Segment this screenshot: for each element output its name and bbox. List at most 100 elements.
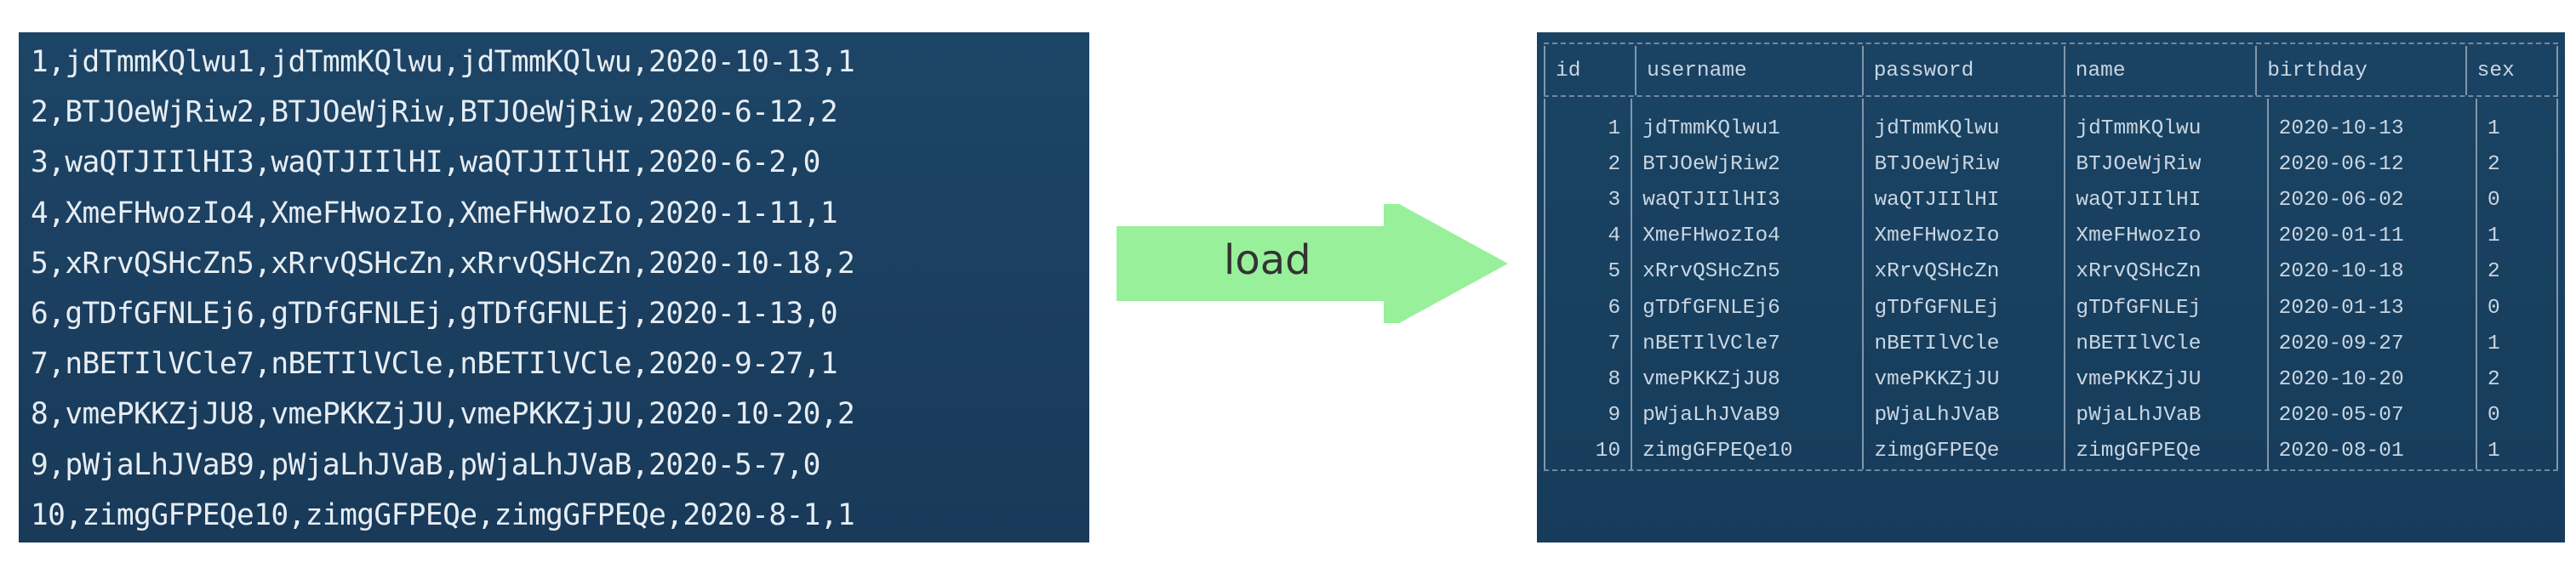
table-cell-birthday: 2020-06-12 (2266, 146, 2476, 183)
spacer-cell (2064, 99, 2268, 111)
table-cell-birthday: 2020-05-07 (2266, 397, 2476, 434)
raw-data-line: 5,xRrvQSHcZn5,xRrvQSHcZn,xRrvQSHcZn,2020… (31, 246, 855, 281)
table-cell-password: XmeFHwozIo (1862, 218, 2065, 254)
table-cell-sex: 2 (2475, 253, 2559, 290)
table-cell-name: gTDfGFNLEj (2064, 289, 2268, 327)
column-header-name: name (2063, 46, 2257, 95)
table-cell-birthday: 2020-01-11 (2266, 218, 2476, 254)
table-cell-username: XmeFHwozIo4 (1631, 218, 1864, 254)
raw-data-line: 8,vmePKKZjJU8,vmePKKZjJU,vmePKKZjJU,2020… (31, 397, 855, 432)
table-cell-username: BTJOeWjRiw2 (1631, 146, 1864, 183)
table-cell-sex: 1 (2475, 218, 2559, 254)
table-cell-id: 6 (1543, 289, 1632, 327)
table-spacer-row (1543, 99, 2559, 111)
table-cell-username: vmePKKZjJU8 (1631, 361, 1864, 398)
table-cell-password: waQTJIIlHI (1862, 182, 2065, 219)
spacer-cell (1543, 99, 1632, 111)
raw-data-line: 10,zimgGFPEQe10,zimgGFPEQe,zimgGFPEQe,20… (31, 497, 855, 532)
raw-data-panel: 1,jdTmmKQlwu1,jdTmmKQlwu,jdTmmKQlwu,2020… (19, 32, 1089, 542)
table-cell-id: 7 (1543, 326, 1632, 362)
table-cell-password: pWjaLhJVaB (1862, 397, 2065, 434)
table-cell-sex: 0 (2475, 397, 2559, 434)
table-cell-id: 5 (1543, 253, 1632, 290)
table-cell-name: waQTJIIlHI (2064, 182, 2268, 219)
table-cell-birthday: 2020-08-01 (2266, 433, 2476, 469)
arrow-label: load (1224, 236, 1311, 284)
table-cell-password: gTDfGFNLEj (1862, 289, 2065, 327)
table-cell-birthday: 2020-06-02 (2266, 182, 2476, 219)
table-cell-id: 8 (1543, 361, 1632, 398)
table-cell-sex: 1 (2475, 111, 2559, 147)
column-header-username: username (1635, 46, 1863, 95)
result-table-panel: id username password name birthday sex 1… (1537, 32, 2565, 542)
table-cell-password: jdTmmKQlwu (1862, 111, 2065, 147)
table-cell-name: nBETIlVCle (2064, 326, 2268, 362)
table-cell-birthday: 2020-10-18 (2266, 253, 2476, 290)
arrow-shape (1117, 204, 1508, 323)
raw-data-line: 2,BTJOeWjRiw2,BTJOeWjRiw,BTJOeWjRiw,2020… (31, 95, 838, 130)
table-cell-id: 2 (1543, 146, 1632, 183)
table-cell-password: BTJOeWjRiw (1862, 146, 2065, 183)
table-cell-sex: 0 (2475, 182, 2559, 219)
raw-data-line: 1,jdTmmKQlwu1,jdTmmKQlwu,jdTmmKQlwu,2020… (31, 45, 855, 79)
table-cell-id: 9 (1543, 397, 1632, 434)
table-cell-username: xRrvQSHcZn5 (1631, 253, 1864, 290)
table-top-border (1544, 43, 2558, 46)
table-cell-username: gTDfGFNLEj6 (1631, 289, 1864, 327)
table-cell-id: 4 (1543, 218, 1632, 254)
table-header-row: id username password name birthday sex (1543, 46, 2559, 95)
table-cell-username: nBETIlVCle7 (1631, 326, 1864, 362)
raw-data-line: 3,waQTJIIlHI3,waQTJIIlHI,waQTJIIlHI,2020… (31, 145, 820, 180)
table-cell-name: XmeFHwozIo (2064, 218, 2268, 254)
table-bottom-border (1544, 469, 2558, 473)
spacer-cell (2475, 99, 2559, 111)
raw-data-line: 9,pWjaLhJVaB9,pWjaLhJVaB,pWjaLhJVaB,2020… (31, 447, 820, 482)
table-cell-username: pWjaLhJVaB9 (1631, 397, 1864, 434)
spacer-cell (1631, 99, 1864, 111)
table-cell-username: jdTmmKQlwu1 (1631, 111, 1864, 147)
spacer-cell (2266, 99, 2476, 111)
table-cell-sex: 0 (2475, 289, 2559, 327)
table-cell-name: xRrvQSHcZn (2064, 253, 2268, 290)
table-cell-id: 3 (1543, 182, 1632, 219)
table-cell-password: vmePKKZjJU (1862, 361, 2065, 398)
table-cell-sex: 2 (2475, 361, 2559, 398)
table-cell-sex: 1 (2475, 433, 2559, 469)
table-cell-birthday: 2020-10-13 (2266, 111, 2476, 147)
column-header-sex: sex (2465, 46, 2559, 95)
table-cell-password: nBETIlVCle (1862, 326, 2065, 362)
table-cell-name: jdTmmKQlwu (2064, 111, 2268, 147)
table-cell-name: vmePKKZjJU (2064, 361, 2268, 398)
table-header-border (1544, 95, 2558, 99)
table-cell-password: xRrvQSHcZn (1862, 253, 2065, 290)
result-table: id username password name birthday sex (1543, 46, 2559, 95)
table-cell-name: BTJOeWjRiw (2064, 146, 2268, 183)
table-cell-id: 10 (1543, 433, 1632, 469)
table-cell-sex: 1 (2475, 326, 2559, 362)
spacer-cell (1862, 99, 2065, 111)
column-header-password: password (1861, 46, 2065, 95)
raw-data-line: 4,XmeFHwozIo4,XmeFHwozIo,XmeFHwozIo,2020… (31, 196, 838, 230)
raw-data-line: 7,nBETIlVCle7,nBETIlVCle,nBETIlVCle,2020… (31, 347, 838, 382)
table-cell-birthday: 2020-10-20 (2266, 361, 2476, 398)
table-cell-name: pWjaLhJVaB (2064, 397, 2268, 434)
table-cell-password: zimgGFPEQe (1862, 433, 2065, 469)
table-cell-username: zimgGFPEQe10 (1631, 433, 1864, 469)
table-cell-name: zimgGFPEQe (2064, 433, 2268, 469)
table-cell-sex: 2 (2475, 146, 2559, 183)
table-cell-id: 1 (1543, 111, 1632, 147)
table-cell-username: waQTJIIlHI3 (1631, 182, 1864, 219)
column-header-birthday: birthday (2255, 46, 2466, 95)
raw-data-line: 6,gTDfGFNLEj6,gTDfGFNLEj,gTDfGFNLEj,2020… (31, 297, 838, 332)
